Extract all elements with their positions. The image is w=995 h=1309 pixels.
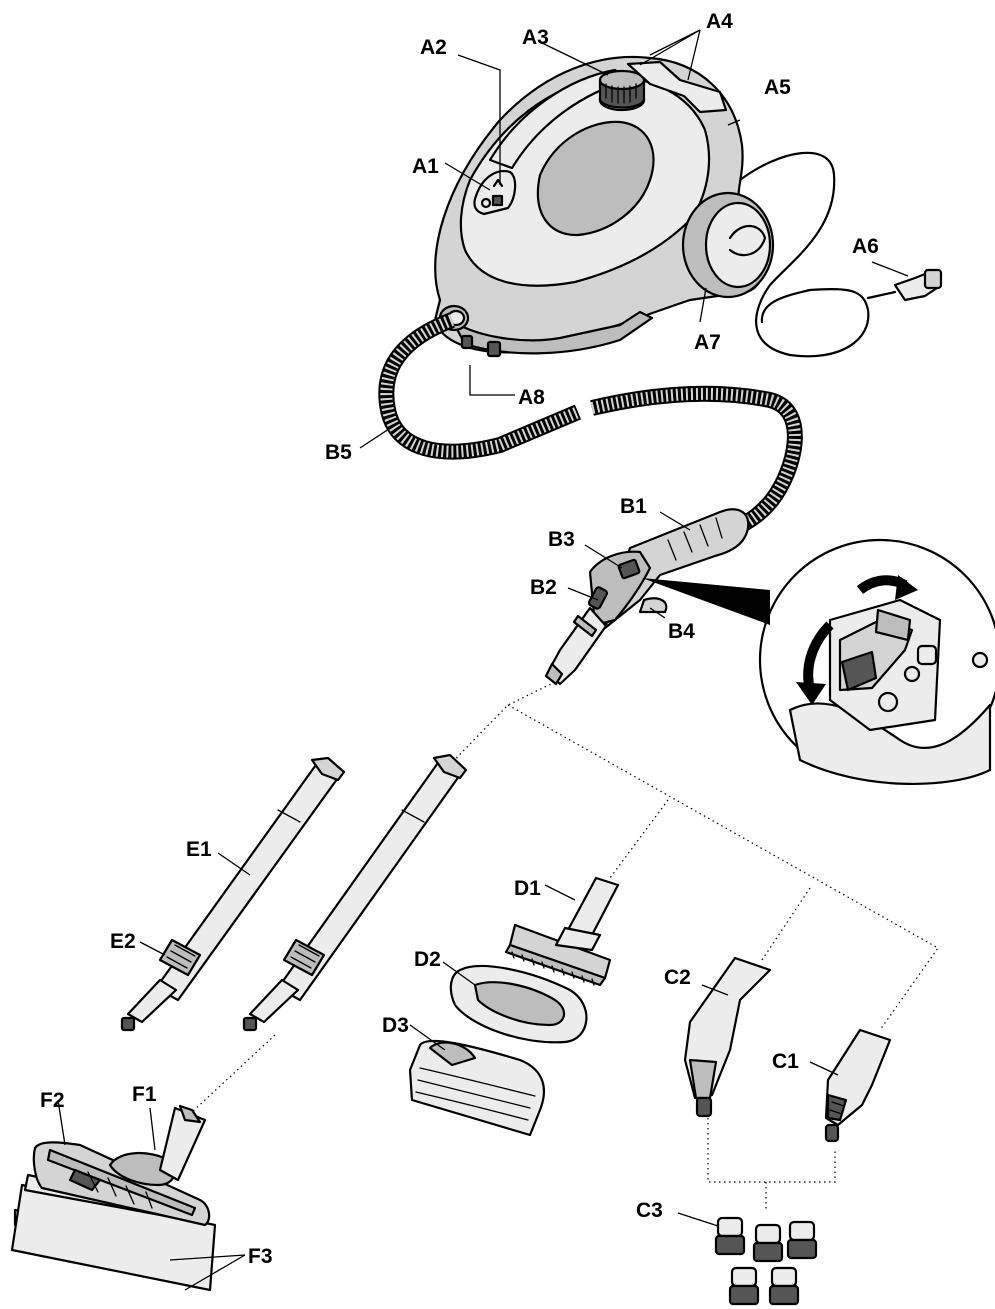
label-a4: A4: [706, 10, 733, 33]
terry-cloth-cover: [449, 964, 588, 1044]
leader-lines: [57, 29, 909, 1291]
label-b2: B2: [530, 576, 557, 599]
label-b1: B1: [620, 495, 647, 518]
label-b4: B4: [668, 620, 695, 643]
round-brush: [786, 1220, 818, 1260]
power-cord: [738, 151, 943, 358]
detail-nozzle: [683, 956, 772, 1118]
switch-detail-inset: [642, 538, 995, 786]
label-f2: F2: [40, 1089, 65, 1112]
mains-plug: [893, 268, 943, 302]
label-a2: A2: [420, 36, 447, 59]
label-b5: B5: [325, 441, 352, 464]
label-e2: E2: [110, 930, 136, 953]
label-c2: C2: [664, 966, 691, 989]
round-brush: [752, 1223, 784, 1263]
label-a1: A1: [412, 155, 439, 178]
label-d2: D2: [414, 948, 441, 971]
extension-tube-2: [242, 753, 468, 1032]
hand-nozzle: [504, 876, 620, 987]
label-b3: B3: [548, 528, 575, 551]
label-d3: D3: [382, 1014, 409, 1037]
label-c3: C3: [636, 1199, 663, 1222]
label-a7: A7: [694, 331, 721, 354]
steam-gun: [544, 508, 750, 686]
label-a3: A3: [522, 26, 549, 49]
label-e1: E1: [186, 838, 212, 861]
round-brush: [728, 1266, 760, 1306]
part-labels: A1 A2 A3 A4 A5 A6 A7 A8 B1 B2 B3 B4 B5 C…: [40, 10, 879, 1268]
extension-tube-1: [120, 756, 346, 1032]
steam-hose: [378, 312, 803, 532]
control-panel: [473, 170, 517, 216]
label-a5: A5: [764, 76, 791, 99]
label-a8: A8: [518, 386, 545, 409]
round-brush: [714, 1216, 746, 1256]
label-d1: D1: [514, 877, 541, 900]
round-brushes: [714, 1216, 818, 1306]
safety-cap: [598, 69, 646, 112]
round-brush: [768, 1266, 800, 1306]
label-c1: C1: [772, 1050, 799, 1073]
wheel: [681, 191, 775, 299]
label-f1: F1: [132, 1083, 157, 1106]
label-a6: A6: [852, 235, 879, 258]
microfibre-cover: [408, 1039, 546, 1137]
point-jet-nozzle: [824, 1028, 892, 1143]
label-f3: F3: [248, 1245, 273, 1268]
steam-cleaner-base-unit: [433, 55, 775, 358]
connection-lines: [191, 681, 939, 1210]
floor-nozzle: [10, 1104, 217, 1292]
